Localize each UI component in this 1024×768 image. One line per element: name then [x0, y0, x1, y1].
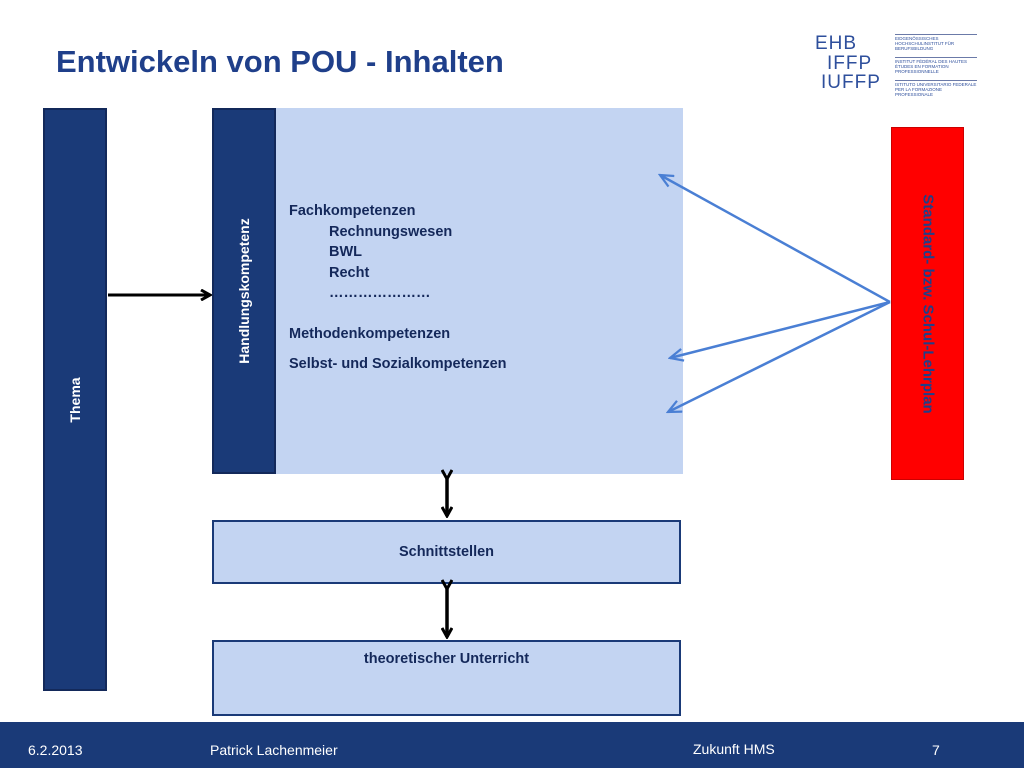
lehrplan-label: Standard- bzw. Schul-Lehrplan [919, 193, 936, 414]
footer-author: Patrick Lachenmeier [210, 742, 338, 758]
logo-line-fr: INSTITUT FÉDÉRAL DES HAUTES ÉTUDES EN FO… [895, 57, 977, 80]
handlungskompetenz-label: Handlungskompetenz [236, 218, 252, 364]
slide-title: Entwickeln von POU - Inhalten [56, 44, 504, 79]
logo-institution-names: EIDGENÖSSISCHES HOCHSCHULINSTITUT FÜR BE… [895, 34, 977, 103]
fach-item-recht: Recht [329, 264, 370, 281]
thema-label: Thema [67, 376, 83, 423]
handlungskompetenz-bar: Handlungskompetenz [212, 108, 276, 474]
competency-list: Fachkompetenzen Rechnungswesen BWL Recht… [289, 201, 507, 375]
thema-bar: Thema [43, 108, 107, 691]
fach-item-bwl: BWL [329, 244, 363, 260]
fach-item-ellipsis: ………………… [329, 285, 431, 301]
logo-line-de: EIDGENÖSSISCHES HOCHSCHULINSTITUT FÜR BE… [895, 34, 977, 57]
footer-event: Zukunft HMS [693, 741, 775, 757]
lehrplan-to-methoden-arrow [670, 300, 891, 358]
footer-page-number: 7 [932, 742, 940, 758]
lehrplan-to-fach-arrow [660, 175, 891, 304]
footer-bar: 6.2.2013 Patrick Lachenmeier Zukunft HMS… [0, 722, 1024, 768]
logo-line-it: ISTITUTO UNIVERSITARIO FEDERALE PER LA F… [895, 80, 977, 103]
logo-letter-line-3: IUFFP [821, 72, 881, 93]
logo-letter-line-1: EHB [815, 33, 858, 54]
schnittstellen-box: Schnittstellen [212, 520, 681, 584]
theoretischer-unterricht-label: theoretischer Unterricht [363, 651, 530, 667]
footer-date: 6.2.2013 [28, 742, 83, 758]
lehrplan-bar: Standard- bzw. Schul-Lehrplan [891, 127, 964, 480]
schnittstellen-label: Schnittstellen [398, 544, 495, 560]
ehb-logo: EHB IFFP IUFFP EIDGENÖSSISCHES HOCHSCHUL… [815, 34, 980, 98]
logo-letters: EHB IFFP IUFFP [815, 34, 881, 93]
theoretischer-unterricht-box: theoretischer Unterricht [212, 640, 681, 716]
methodenkompetenzen-heading: Methodenkompetenzen [289, 325, 451, 342]
competency-panel [212, 108, 683, 474]
selbst-sozialkompetenzen-heading: Selbst- und Sozialkompetenzen [289, 356, 507, 372]
lehrplan-to-selbst-sozial-arrow [668, 300, 891, 412]
fach-item-rechnungswesen: Rechnungswesen [329, 223, 453, 240]
fachkompetenzen-heading: Fachkompetenzen [289, 203, 416, 219]
logo-letter-line-2: IFFP [827, 52, 873, 74]
